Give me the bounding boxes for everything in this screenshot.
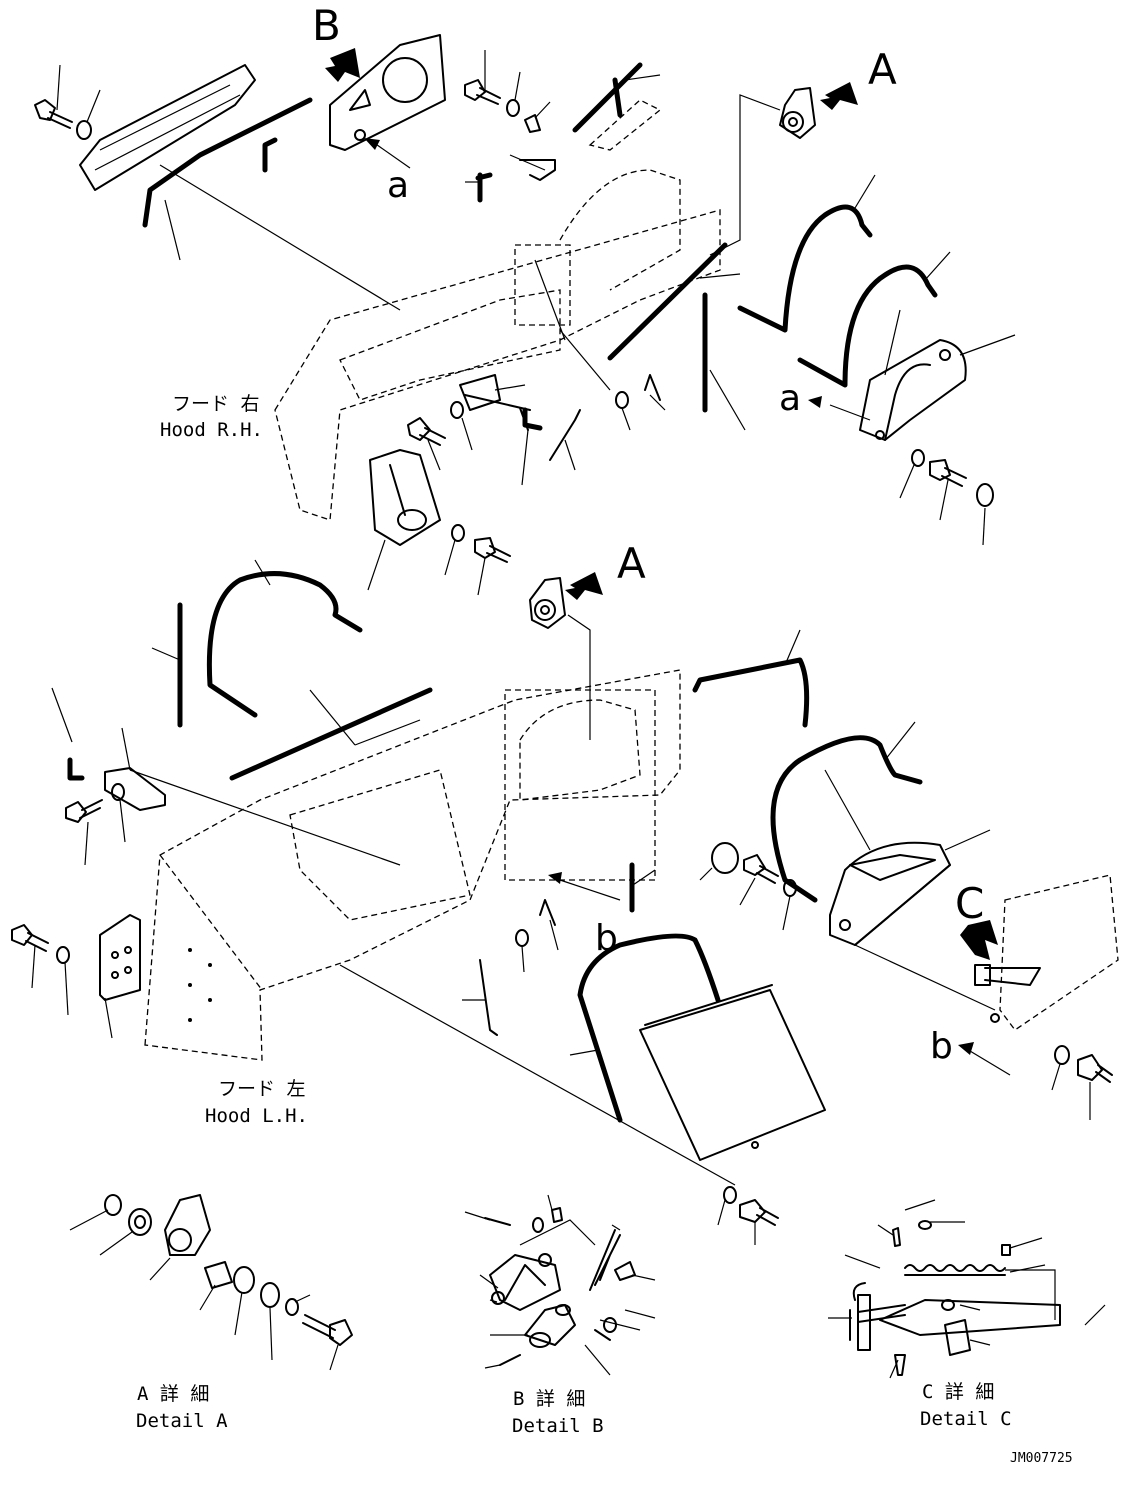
bolt-icon bbox=[1077, 1054, 1103, 1081]
bolt-icon bbox=[743, 854, 766, 876]
washer-icon bbox=[723, 1186, 737, 1204]
marker-c: C bbox=[955, 879, 984, 928]
bolt-icon bbox=[407, 417, 431, 441]
hood-rh-label-en: Hood R.H. bbox=[160, 419, 263, 441]
arrow-icon bbox=[820, 82, 858, 110]
washer-icon bbox=[104, 1194, 122, 1216]
bolt-icon bbox=[11, 924, 33, 946]
hood-lh-label-jp: フード 左 bbox=[218, 1078, 305, 1100]
arch-seal bbox=[797, 264, 938, 388]
arch-seal bbox=[206, 571, 363, 718]
washer-icon bbox=[615, 391, 629, 409]
arrow-icon bbox=[548, 872, 562, 884]
marker-b-2: b bbox=[930, 1026, 953, 1067]
washer-icon bbox=[1054, 1045, 1070, 1065]
detail-a-label-jp: A 詳 細 bbox=[137, 1383, 209, 1405]
hinge-bracket-rh bbox=[79, 64, 256, 191]
arrow-icon bbox=[325, 48, 360, 82]
bolt-icon bbox=[34, 99, 73, 129]
cover-panel-c bbox=[974, 874, 1119, 1031]
detail-a-drawing bbox=[69, 1194, 353, 1371]
arrow-icon bbox=[565, 572, 603, 600]
arch-seal bbox=[737, 204, 873, 333]
washer-icon bbox=[515, 929, 529, 947]
arch-seal bbox=[692, 657, 810, 728]
marker-a-top: A bbox=[868, 45, 897, 94]
detail-a-label-en: Detail A bbox=[136, 1410, 228, 1432]
washer-icon bbox=[911, 449, 925, 467]
hood-rh-label-jp: フード 右 bbox=[172, 393, 259, 415]
latch-plate-b bbox=[329, 34, 446, 151]
rubber-cap bbox=[711, 842, 739, 874]
seal-strip bbox=[229, 687, 433, 781]
arrow-icon bbox=[364, 138, 380, 150]
hood-lh-label-en: Hood L.H. bbox=[205, 1105, 308, 1127]
washer-icon bbox=[506, 99, 520, 117]
hood-lh-assembly bbox=[11, 559, 1119, 1245]
catch-assembly-a-lh bbox=[529, 577, 566, 629]
hood-rh-assembly bbox=[34, 34, 1016, 596]
lower-cover-plate bbox=[639, 984, 826, 1161]
bracket-panel-lh bbox=[829, 841, 951, 946]
seal-strip bbox=[572, 62, 643, 133]
detail-b-label-jp: B 詳 細 bbox=[513, 1388, 585, 1410]
marker-a-mid: A bbox=[617, 539, 646, 588]
detail-b-drawing bbox=[464, 1194, 656, 1376]
bolt-icon bbox=[739, 1199, 766, 1223]
washer-icon bbox=[451, 524, 465, 542]
hinge-plate-lh bbox=[99, 914, 141, 1001]
washer-icon bbox=[450, 401, 464, 419]
detail-b-label-en: Detail B bbox=[512, 1415, 604, 1437]
marker-a-1: a bbox=[387, 165, 409, 206]
detail-c-drawing bbox=[828, 1199, 1106, 1379]
mount-plate bbox=[104, 767, 166, 811]
rod bbox=[607, 242, 728, 361]
arrow-icon bbox=[808, 396, 822, 408]
clip-icon bbox=[524, 114, 541, 133]
washer-icon bbox=[976, 483, 994, 507]
detail-c-label-jp: C 詳 細 bbox=[922, 1381, 994, 1403]
seal-strip bbox=[142, 97, 313, 228]
hood-lh-holes bbox=[188, 948, 212, 1022]
arch-seal bbox=[577, 933, 721, 1123]
drawing-code: JM007725 bbox=[1010, 1451, 1073, 1466]
marker-b-1: b bbox=[595, 918, 618, 959]
marker-b: B bbox=[312, 1, 341, 50]
latch-bracket-center bbox=[459, 374, 531, 431]
bracket-panel-rh bbox=[859, 339, 967, 441]
arrow-icon bbox=[960, 920, 998, 960]
bolt-icon bbox=[65, 801, 87, 823]
washer-icon bbox=[111, 783, 125, 801]
catch-assembly-a bbox=[779, 87, 816, 139]
seal-strip-short bbox=[262, 137, 278, 173]
washer-icon bbox=[56, 946, 70, 964]
support-bracket bbox=[369, 449, 441, 546]
arch-seal bbox=[770, 735, 923, 903]
marker-a-2: a bbox=[779, 378, 801, 419]
detail-c-label-en: Detail C bbox=[920, 1408, 1012, 1430]
washer-icon bbox=[76, 120, 92, 140]
